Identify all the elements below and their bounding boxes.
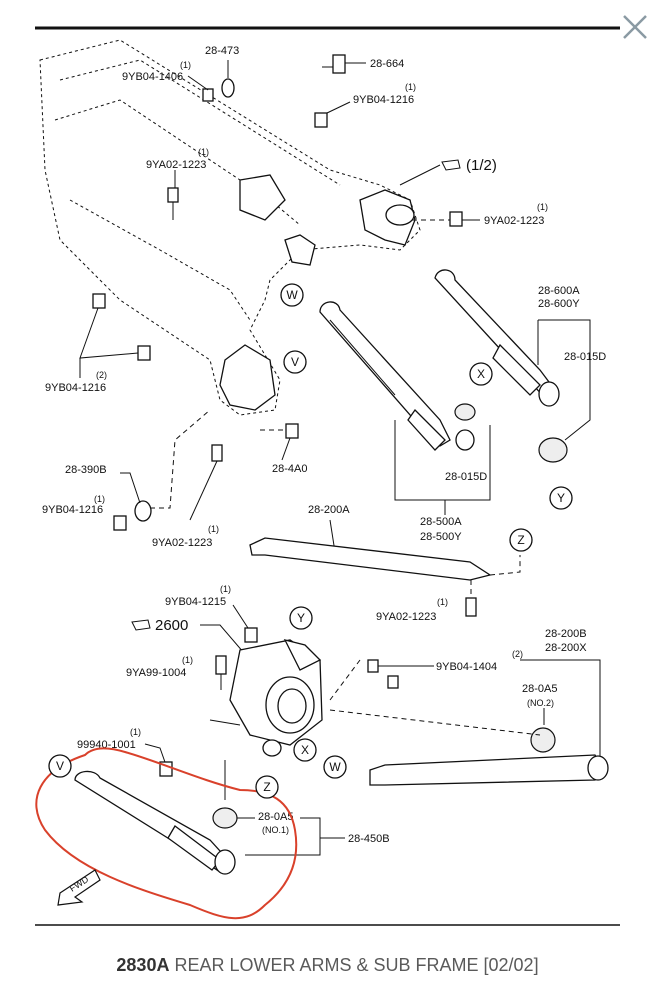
label-28-015D-a: 28-015D — [564, 351, 606, 363]
qty-label: (1) — [405, 82, 416, 92]
label-99940-1001: 99940-1001 — [77, 739, 136, 751]
qty-label: (1) — [437, 597, 448, 607]
label-28-200B: 28-200B — [545, 628, 587, 640]
label-28-015D-b: 28-015D — [445, 471, 487, 483]
marker-W2: W — [323, 755, 347, 779]
label-28-500A: 28-500A — [420, 516, 462, 528]
lateral-link-lower: 28-200B 28-200X (2) 9YB04-1404 28-0A5 (N… — [329, 628, 609, 786]
no-2: (NO.2) — [527, 698, 554, 708]
label-9YA02-1223-d: 9YA02-1223 — [376, 611, 436, 623]
marker-letter: X — [477, 367, 485, 381]
label-28-4A0: 28-4A0 — [272, 463, 307, 475]
qty-label: (1) — [182, 655, 193, 665]
marker-V1: V — [283, 350, 307, 374]
qty-label: (1) — [208, 524, 219, 534]
label-28-473: 28-473 — [205, 45, 239, 57]
marker-X1: X — [469, 362, 493, 386]
marker-Z1: Z — [509, 528, 533, 552]
label-9YB04-1215: 9YB04-1215 — [165, 596, 226, 608]
ref-2600: 2600 — [155, 617, 188, 634]
marker-letter: Y — [557, 491, 565, 505]
marker-letter: Y — [297, 611, 305, 625]
qty-label: (1) — [220, 584, 231, 594]
fastener-group-top: 28-473 (1) 9YB04-1406 28-664 (1) 9YB04-1… — [122, 45, 548, 227]
no-1: (NO.1) — [262, 825, 289, 835]
label-28-500Y: 28-500Y — [420, 531, 462, 543]
label-9YB04-1216: 9YB04-1216 — [353, 94, 414, 106]
label-28-0A5-a: 28-0A5 — [522, 683, 557, 695]
marker-W1: W — [280, 283, 304, 307]
label-9YB04-1216-c: 9YB04-1216 — [42, 504, 103, 516]
fastener-group-left: (2) 9YB04-1216 28-390B (1) 9YB04-1216 (1… — [42, 293, 307, 549]
qty-label: (1) — [94, 494, 105, 504]
parts-diagram: 28-473 (1) 9YB04-1406 28-664 (1) 9YB04-1… — [35, 26, 620, 926]
marker-letter: V — [291, 355, 299, 369]
close-button[interactable] — [620, 12, 650, 42]
marker-Y1: Y — [549, 486, 573, 510]
label-28-200X: 28-200X — [545, 642, 587, 654]
label-28-0A5-b: 28-0A5 — [258, 811, 293, 823]
qty-label: (1) — [180, 60, 191, 70]
close-icon — [623, 15, 647, 39]
label-9YA02-1223-b: 9YA02-1223 — [484, 215, 544, 227]
rear-upper-arms: 28-015D 28-500A 28-500Y 28-600A 28-600Y … — [319, 269, 606, 543]
label-28-450B: 28-450B — [348, 833, 390, 845]
qty-label: (2) — [96, 370, 107, 380]
caption-code: 2830A — [116, 955, 170, 975]
label-9YB04-1216-b: 9YB04-1216 — [45, 382, 106, 394]
marker-letter: X — [301, 743, 309, 757]
marker-V2: V — [48, 754, 72, 778]
lateral-link-upper: 28-200A (1) 9YA02-1223 — [249, 504, 521, 623]
label-28-200A: 28-200A — [308, 504, 350, 516]
label-28-664: 28-664 — [370, 58, 404, 70]
label-28-600A: 28-600A — [538, 285, 580, 297]
marker-letter: W — [329, 760, 341, 774]
marker-letter: W — [286, 288, 298, 302]
ref-1-2: (1/2) — [466, 157, 497, 174]
qty-label: (1) — [198, 147, 209, 157]
label-9YA02-1223: 9YA02-1223 — [146, 159, 206, 171]
label-9YA99-1004: 9YA99-1004 — [126, 667, 186, 679]
marker-X2: X — [293, 738, 317, 762]
marker-letter: Z — [263, 780, 270, 794]
label-9YB04-1404: 9YB04-1404 — [436, 661, 497, 673]
qty-label: (1) — [130, 727, 141, 737]
marker-Z2: Z — [255, 775, 279, 799]
lower-arm-450B: (1) 99940-1001 28-0A5 (NO.1) 28-450B — [35, 727, 390, 920]
knuckle-assembly: (1) 9YB04-1215 2600 (1) 9YA99-1004 — [126, 584, 323, 757]
diagram-caption: 2830A REAR LOWER ARMS & SUB FRAME [02/02… — [0, 955, 655, 976]
marker-Y2: Y — [289, 606, 313, 630]
caption-title: REAR LOWER ARMS & SUB FRAME [02/02] — [174, 955, 539, 975]
label-28-390B: 28-390B — [65, 464, 107, 476]
marker-letter: V — [56, 759, 64, 773]
label-9YA02-1223-c: 9YA02-1223 — [152, 537, 212, 549]
label-9YB04-1406: 9YB04-1406 — [122, 71, 183, 83]
fwd-arrow: FWD — [57, 869, 101, 906]
highlight-circle — [35, 747, 298, 920]
marker-letter: Z — [517, 533, 524, 547]
qty-label: (2) — [512, 649, 523, 659]
label-28-600Y: 28-600Y — [538, 298, 580, 310]
qty-label: (1) — [537, 202, 548, 212]
sub-frame — [39, 39, 421, 416]
